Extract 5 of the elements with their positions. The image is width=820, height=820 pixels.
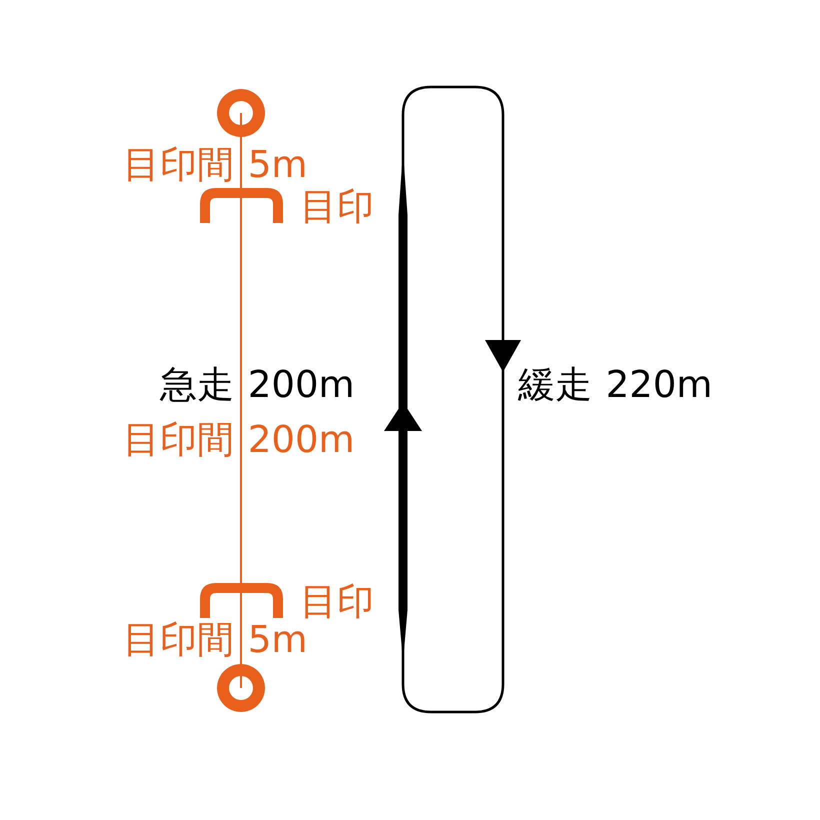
pace-label: 緩走 220m [518,364,712,406]
distance-label: 目印間 200m [123,418,355,462]
marker-label: 目印 [300,186,374,228]
distance-label: 目印間 5m [123,144,308,186]
pace-label: 急走 200m [160,364,355,406]
